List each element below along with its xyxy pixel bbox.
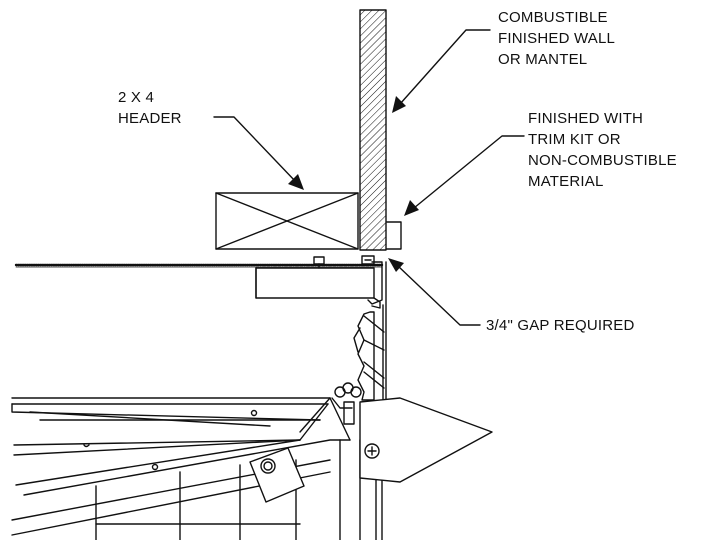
callout-wall-line: OR MANTEL <box>498 51 587 68</box>
combustible-wall <box>359 9 387 251</box>
header-2x4 <box>215 192 359 250</box>
callout-wall-line: COMBUSTIBLE <box>498 9 608 26</box>
standoff-spacers <box>353 311 385 401</box>
callout-wall-line: FINISHED WALL <box>498 30 615 47</box>
unit-front-face <box>382 261 387 401</box>
leader-lines <box>213 29 525 326</box>
callout-trim-line: MATERIAL <box>528 173 604 190</box>
wall-leader <box>399 29 491 105</box>
fireplace-top-bracket <box>255 255 383 309</box>
callout-trim-line: FINISHED WITH <box>528 110 643 127</box>
leader-arrowheads <box>288 96 419 272</box>
callout-trim-line: TRIM KIT OR <box>528 131 621 148</box>
callout-header: 2 X 4 HEADER <box>118 89 182 127</box>
callout-gap: 3/4" GAP REQUIRED <box>486 317 635 334</box>
callout-wall: COMBUSTIBLE FINISHED WALL OR MANTEL <box>498 9 619 68</box>
callout-trim-line: NON-COMBUSTIBLE <box>528 152 677 169</box>
gap-leader <box>397 265 481 326</box>
firebox-top <box>11 397 383 540</box>
mounting-bracket <box>249 447 305 503</box>
nailing-flange <box>359 397 493 483</box>
callout-trim: FINISHED WITH TRIM KIT OR NON-COMBUSTIBL… <box>528 110 681 190</box>
latch-cluster <box>331 382 362 425</box>
trim-kit <box>386 221 402 250</box>
callout-header-line: 2 X 4 <box>118 89 154 106</box>
callout-header-line: HEADER <box>118 110 182 127</box>
header-leader <box>213 116 297 183</box>
callout-gap-line: 3/4" GAP REQUIRED <box>486 317 635 334</box>
trim-leader <box>413 135 525 209</box>
framing-line <box>14 263 384 268</box>
